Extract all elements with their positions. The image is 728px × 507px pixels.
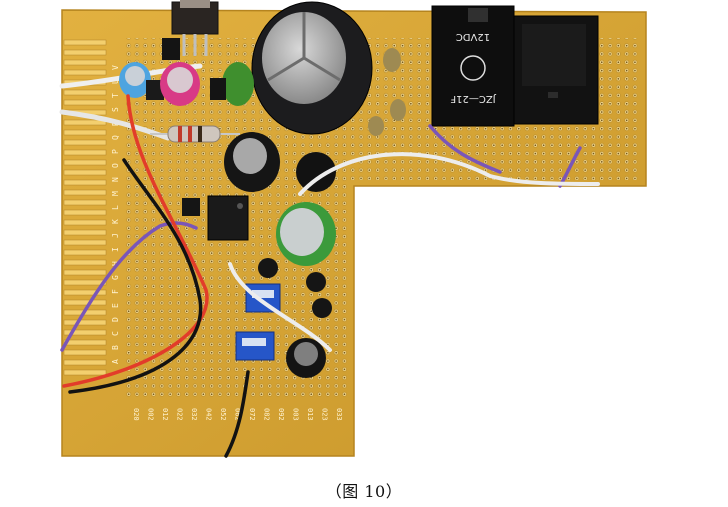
row-letter: J	[111, 233, 120, 238]
blue-electrolytic-capacitor	[119, 62, 164, 100]
column-number: 003	[292, 408, 300, 421]
column-number: 092	[277, 408, 285, 421]
ceramic-capacitors	[368, 48, 406, 136]
row-letter: U	[111, 79, 120, 84]
medium-electrolytic-capacitor	[224, 132, 280, 192]
column-number: 012	[161, 408, 169, 421]
column-number: 052	[219, 408, 227, 421]
row-letter: G	[111, 275, 120, 280]
column-number-labels: 020 002 012 022 032 042 052 062 072 082 092 003 013 0…	[132, 408, 343, 421]
row-letter: O	[111, 163, 120, 168]
to92-transistors	[258, 258, 332, 318]
large-electrolytic-capacitor	[251, 1, 373, 135]
relay-2	[513, 15, 599, 125]
pink-electrolytic-capacitor	[160, 62, 200, 106]
small-electrolytic-capacitor	[286, 338, 326, 378]
row-letter: S	[111, 107, 120, 112]
column-number: 042	[205, 408, 213, 421]
small-capacitor	[182, 198, 200, 216]
red-wire	[62, 94, 209, 388]
blue-trimpot	[245, 283, 281, 313]
row-letter: F	[111, 289, 120, 294]
column-number: 013	[306, 408, 314, 421]
row-letter: T	[111, 93, 120, 98]
svg-text:12VDC: 12VDC	[456, 31, 490, 42]
ic-chip	[207, 195, 249, 241]
column-number: 023	[321, 408, 329, 421]
svg-text:JZC—21F: JZC—21F	[450, 93, 497, 104]
row-letter: H	[111, 261, 120, 266]
column-number: 022	[176, 408, 184, 421]
row-letter: E	[111, 303, 120, 308]
figure-caption: （图 10）	[325, 482, 403, 501]
row-letter: C	[111, 331, 120, 336]
transistor	[162, 38, 180, 60]
row-letter: M	[111, 191, 120, 196]
column-number: 082	[263, 408, 271, 421]
voltage-regulator	[171, 0, 219, 56]
relay-jzc-21f: 12VDC JZC—21F	[431, 5, 515, 127]
row-letter: Q	[111, 135, 120, 140]
column-number: 033	[335, 408, 343, 421]
row-letter: A	[111, 359, 120, 364]
green-capacitor	[222, 62, 254, 106]
green-electrolytic-capacitor	[276, 202, 336, 266]
row-letter: L	[111, 205, 120, 210]
dark-electrolytic-capacitor	[296, 152, 336, 192]
column-number: 002	[147, 408, 155, 421]
transistor	[210, 78, 226, 100]
black-wires	[68, 158, 250, 458]
row-letter: K	[111, 219, 120, 224]
white-wires	[228, 152, 600, 352]
row-letter: I	[111, 247, 120, 252]
blue-trimpot	[235, 331, 275, 361]
row-letter: V	[111, 65, 120, 70]
column-number: 032	[190, 408, 198, 421]
row-letter: P	[111, 149, 120, 154]
row-letter: D	[111, 317, 120, 322]
column-number: 020	[132, 408, 140, 421]
column-number: 072	[248, 408, 256, 421]
row-letter: N	[111, 177, 120, 182]
column-number: 062	[234, 408, 242, 421]
row-letter: B	[111, 345, 120, 350]
power-resistor	[150, 125, 240, 143]
